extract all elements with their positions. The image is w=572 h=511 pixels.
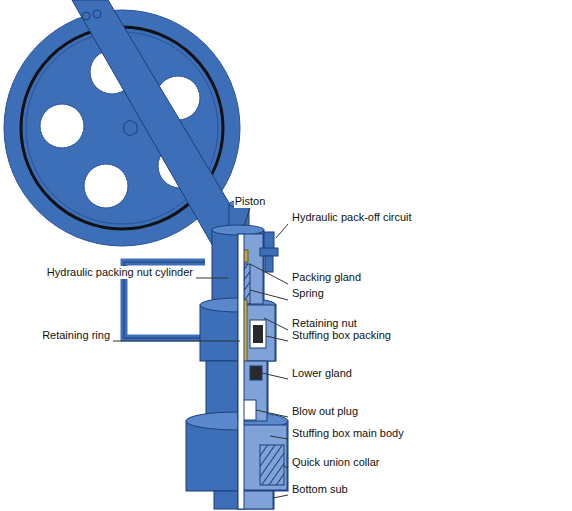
part-label: Packing gland bbox=[291, 271, 362, 284]
part-label: Piston bbox=[234, 195, 267, 208]
part-label: Hydraulic pack-off circuit bbox=[291, 211, 413, 224]
stuffing-box-body bbox=[186, 201, 288, 509]
part-label: Stuffing box main body bbox=[291, 427, 405, 440]
part-label: Retaining ring bbox=[41, 329, 111, 342]
part-label: Quick union collar bbox=[291, 456, 380, 469]
part-label: Stuffing box packing bbox=[291, 329, 392, 342]
part-label: Blow out plug bbox=[291, 405, 359, 418]
part-label: Spring bbox=[291, 287, 325, 300]
part-label: Lower gland bbox=[291, 367, 353, 380]
leader-lines bbox=[113, 208, 288, 498]
part-label: Hydraulic packing nut cylinder bbox=[46, 266, 194, 279]
part-label: Bottom sub bbox=[291, 483, 349, 496]
support-arm bbox=[72, 0, 250, 248]
